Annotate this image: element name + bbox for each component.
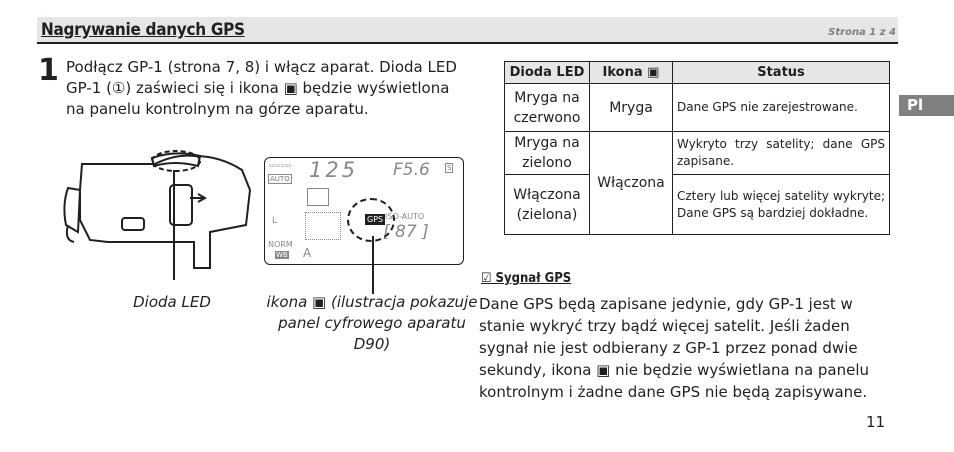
- highlight-circle: [347, 198, 395, 242]
- led-cell: Mryga na zielono: [504, 131, 590, 175]
- page-number: 11: [866, 413, 886, 431]
- panel-s: S: [445, 163, 454, 173]
- language-tab: Pl: [899, 95, 954, 116]
- page-title: Nagrywanie danych GPS: [41, 20, 245, 40]
- step-text: Podłącz GP-1 (strona 7, 8) i włącz apara…: [66, 58, 457, 118]
- note-body: Dane GPS będą zapisane jedynie, gdy GP-1…: [479, 295, 870, 401]
- page-indicator: Strona 1 z 4: [828, 27, 896, 38]
- status-table: Dioda LED Ikona ▣ Status Mryga na czerwo…: [504, 61, 890, 235]
- led-cell: Mryga na czerwono: [504, 83, 590, 132]
- panel-count: [ 87 ]: [383, 222, 429, 242]
- panel-shutter: 125: [309, 158, 359, 182]
- panel-a: A: [303, 246, 312, 260]
- language-tab-label: Pl: [907, 96, 924, 114]
- led-cell: Włączona (zielona): [504, 174, 590, 235]
- icon-cell: Mryga: [589, 83, 673, 132]
- icon-cell: Włączona: [589, 131, 673, 235]
- icon-leader-line: [372, 236, 374, 294]
- table-header-row: Dioda LED Ikona ▣ Status: [504, 61, 890, 84]
- panel-auto: AUTO: [268, 174, 292, 184]
- table-row: Włączona (zielona) Cztery lub więcej sat…: [504, 174, 890, 235]
- step-number: 1: [38, 53, 59, 88]
- status-cell: Cztery lub więcej satelity wykryte; Dane…: [672, 174, 890, 235]
- status-cell: Wykryto trzy satelity; dane GPS zapisane…: [672, 131, 890, 175]
- focus-point-icon: [307, 188, 329, 206]
- led-caption: Dioda LED: [133, 293, 211, 311]
- panel-aperture: F5.6: [393, 160, 430, 180]
- status-cell: Dane GPS nie zarejestrowane.: [672, 83, 890, 132]
- control-panel-illustration: ▭▭▭▭ AUTO 125 F5.6 S L NORM WB A GPS ISO…: [264, 157, 464, 265]
- column-header: Dioda LED: [504, 61, 590, 84]
- camera-illustration: [63, 150, 252, 280]
- panel-wb: WB: [275, 251, 289, 259]
- table-row: Mryga na zielono Włączona Wykryto trzy s…: [504, 131, 890, 235]
- title-bar: [37, 17, 898, 44]
- af-area-icon: [305, 212, 341, 240]
- note-heading: ☑ Sygnał GPS: [481, 271, 572, 286]
- icon-caption: ikona ▣ (ilustracja pokazuje panel cyfro…: [266, 293, 478, 353]
- panel-norm: NORM: [268, 240, 293, 249]
- column-header: Ikona ▣: [589, 61, 673, 84]
- table-row: Mryga na czerwono Mryga Dane GPS nie zar…: [504, 83, 890, 132]
- panel-iso: ISO-AUTO: [385, 212, 425, 221]
- panel-l: L: [272, 216, 278, 226]
- column-header: Status: [672, 61, 890, 84]
